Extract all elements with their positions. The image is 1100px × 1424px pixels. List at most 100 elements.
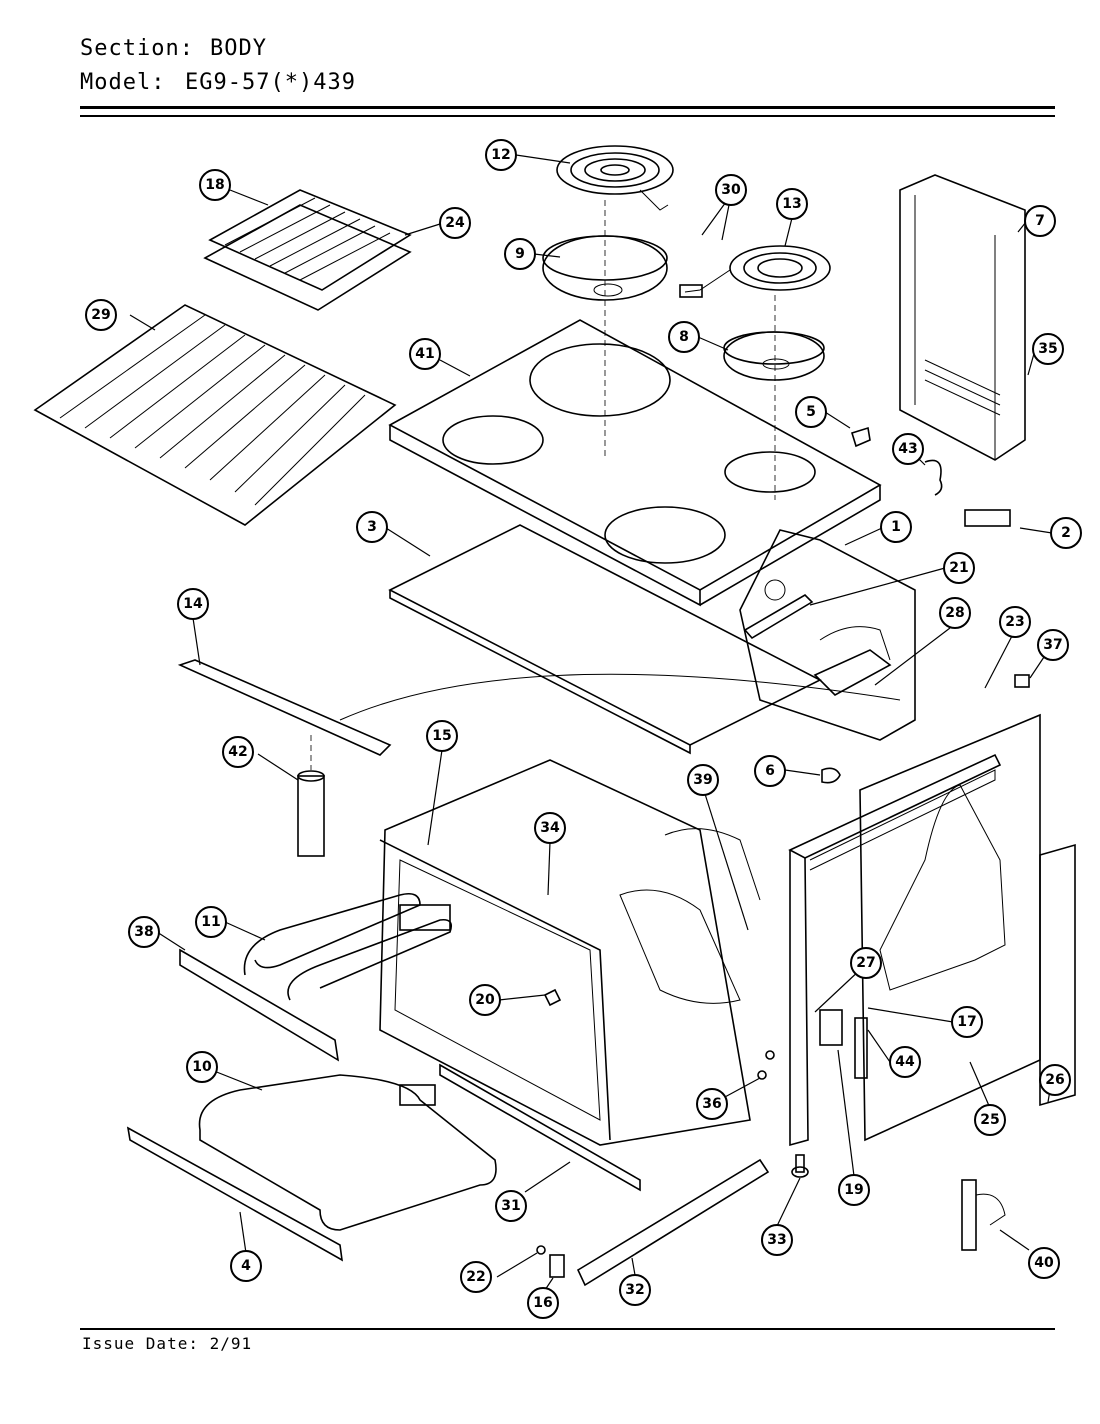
screw-27 (765, 1050, 775, 1060)
surface-element-small (556, 145, 674, 211)
callout-label: 38 (134, 924, 153, 940)
callout-33: 33 (761, 1224, 793, 1256)
alignment-line (339, 673, 901, 721)
callout-32: 32 (619, 1274, 651, 1306)
callout-42: 42 (222, 736, 254, 768)
callout-7: 7 (1024, 205, 1056, 237)
callout-label: 31 (501, 1198, 520, 1214)
callout-label: 34 (540, 820, 560, 836)
callout-8: 8 (668, 321, 700, 353)
cooktop (388, 319, 882, 607)
callout-22: 22 (460, 1261, 492, 1293)
callout-label: 44 (895, 1054, 915, 1070)
callout-4: 4 (230, 1250, 262, 1282)
callout-16: 16 (527, 1287, 559, 1319)
screw-22 (536, 1245, 546, 1255)
callout-label: 23 (1005, 614, 1024, 630)
callout-label: 39 (693, 772, 712, 788)
cabinet-back (739, 529, 916, 741)
leveling-leg (791, 1154, 809, 1178)
callout-label: 28 (945, 605, 964, 621)
callout-label: 12 (491, 147, 510, 163)
part-6 (821, 767, 841, 784)
oven-cavity (379, 759, 751, 1146)
door-hinge (961, 1179, 1006, 1251)
callout-label: 25 (980, 1112, 999, 1128)
callout-38: 38 (128, 916, 160, 948)
callout-label: 3 (367, 519, 377, 535)
callout-19: 19 (838, 1174, 870, 1206)
callout-label: 33 (767, 1232, 786, 1248)
model-label: Model: (80, 70, 166, 95)
section-value: BODY (210, 36, 267, 61)
callout-26: 26 (1039, 1064, 1071, 1096)
callout-label: 29 (91, 307, 110, 323)
callout-label: 22 (466, 1269, 485, 1285)
callout-13: 13 (776, 188, 808, 220)
footer-rule (80, 1328, 1055, 1330)
callout-23: 23 (999, 606, 1031, 638)
wire-harness-43 (924, 459, 943, 496)
callout-label: 2 (1061, 525, 1071, 541)
callout-14: 14 (177, 588, 209, 620)
callout-3: 3 (356, 511, 388, 543)
callout-label: 10 (192, 1059, 212, 1075)
callout-label: 20 (475, 992, 495, 1008)
callout-label: 17 (957, 1014, 976, 1030)
callout-label: 19 (844, 1182, 863, 1198)
callout-label: 9 (515, 246, 525, 262)
bake-element (198, 1074, 497, 1231)
part-37 (1014, 674, 1030, 688)
callout-34: 34 (534, 812, 566, 844)
callout-label: 41 (415, 346, 434, 362)
backguard (899, 174, 1026, 461)
callout-label: 16 (533, 1295, 552, 1311)
switch-17 (819, 1009, 843, 1046)
terminal-block (679, 284, 703, 298)
callout-29: 29 (85, 299, 117, 331)
callout-30: 30 (715, 174, 747, 206)
drip-bowl-small (723, 331, 825, 381)
callout-35: 35 (1032, 333, 1064, 365)
kick-plate (576, 1158, 770, 1287)
callout-2: 2 (1050, 517, 1082, 549)
callout-label: 37 (1043, 637, 1062, 653)
broil-element (243, 892, 453, 1001)
bottom-panel (439, 1063, 641, 1192)
bracket-21 (743, 593, 814, 640)
callout-43: 43 (892, 433, 924, 465)
callout-label: 21 (949, 560, 968, 576)
callout-41: 41 (409, 338, 441, 370)
callout-label: 42 (228, 744, 247, 760)
callout-44: 44 (889, 1046, 921, 1078)
callout-12: 12 (485, 139, 517, 171)
side-trim (1039, 843, 1076, 1107)
callout-label: 8 (679, 329, 689, 345)
side-panel (859, 713, 1041, 1142)
callout-label: 36 (702, 1096, 721, 1112)
callout-24: 24 (439, 207, 471, 239)
callout-label: 4 (241, 1258, 251, 1274)
callout-label: 18 (205, 177, 224, 193)
rail-4 (126, 1126, 344, 1262)
main-top (388, 524, 822, 755)
front-frame (788, 753, 1002, 1147)
callout-label: 15 (432, 728, 451, 744)
insulation-34 (619, 889, 741, 1004)
insulation-39 (664, 828, 761, 901)
section-label: Section: (80, 36, 194, 61)
clip-20 (543, 988, 562, 1007)
callout-label: 27 (856, 955, 875, 971)
callout-18: 18 (199, 169, 231, 201)
terminal-block-2 (964, 509, 1011, 527)
vent-tube (297, 770, 325, 857)
callout-11: 11 (195, 906, 227, 938)
callout-27: 27 (850, 947, 882, 979)
callout-label: 7 (1035, 213, 1045, 229)
callout-28: 28 (939, 597, 971, 629)
callout-15: 15 (426, 720, 458, 752)
callout-label: 1 (891, 519, 901, 535)
clip-5 (851, 426, 871, 448)
